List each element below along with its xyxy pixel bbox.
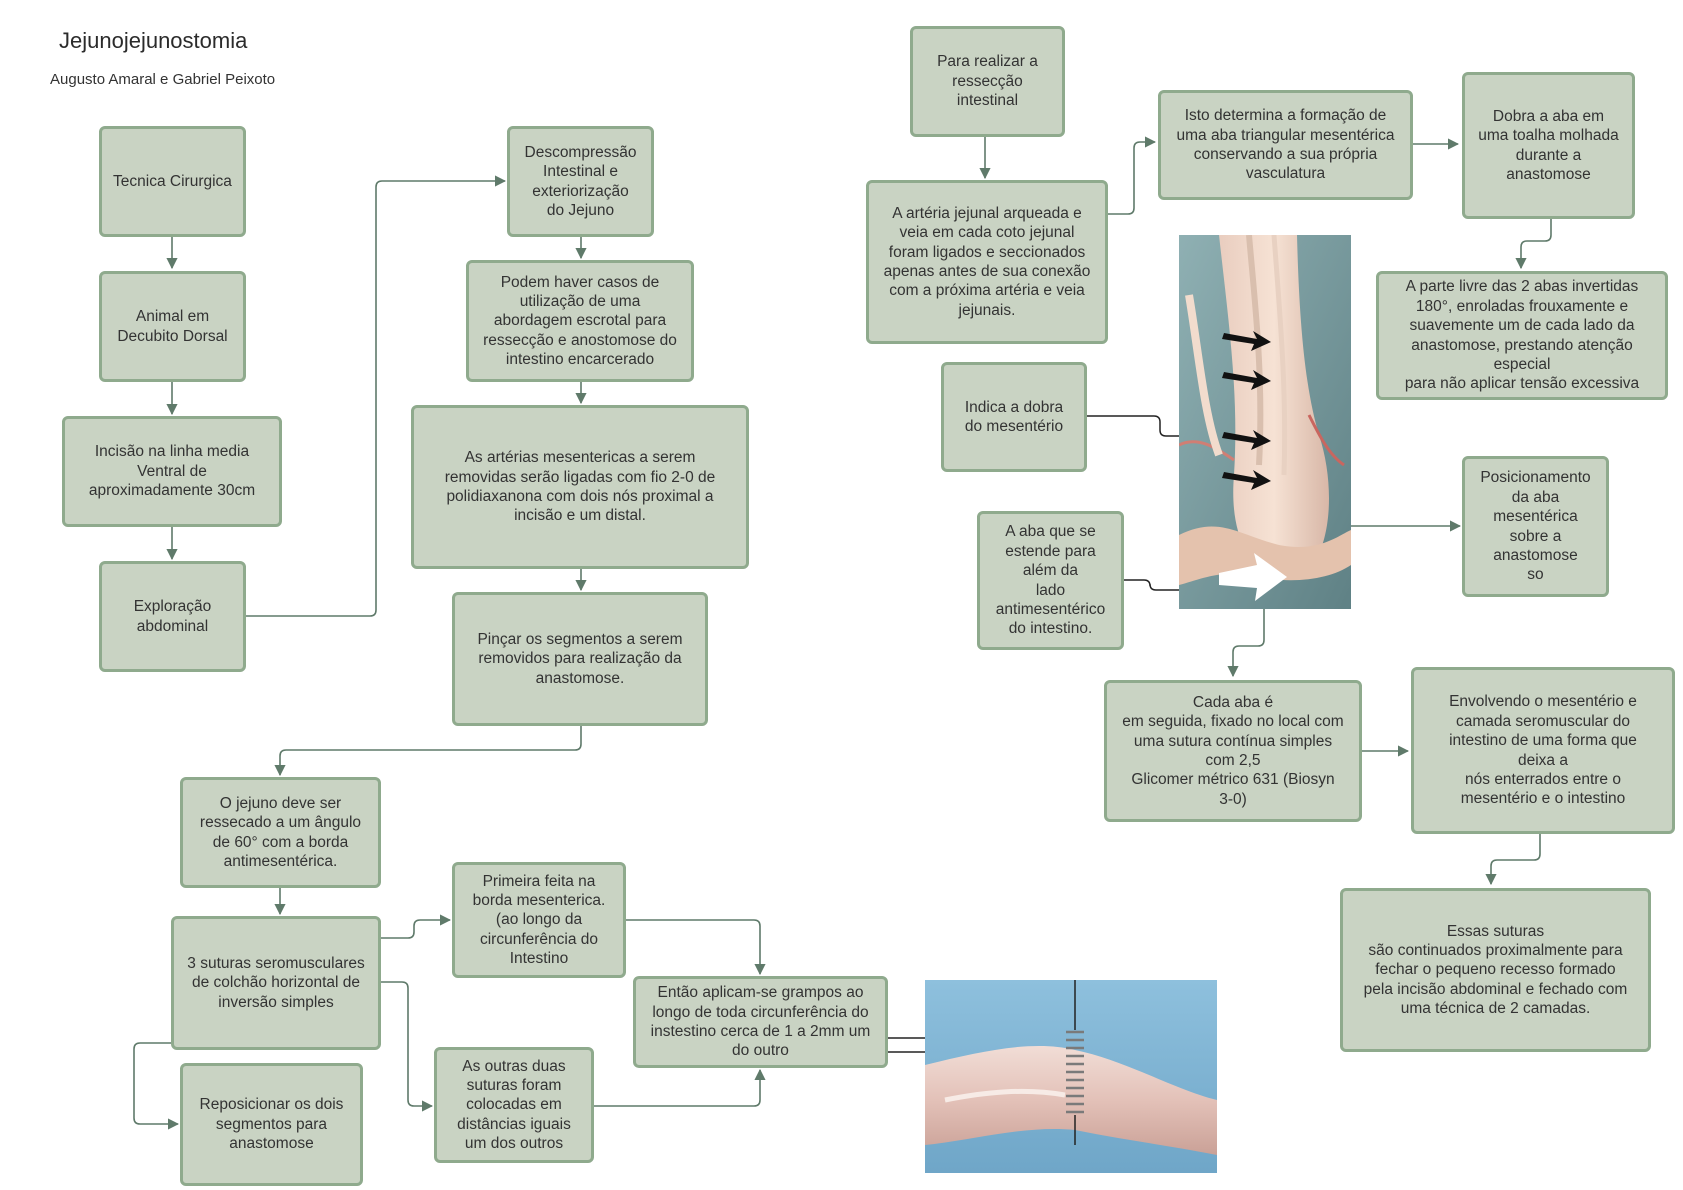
- node-descompressao[interactable]: Descompressão Intestinal e exteriorizaçã…: [507, 126, 654, 237]
- node-arteria-jejunal[interactable]: A artéria jejunal arqueada e veia em cad…: [866, 180, 1108, 344]
- edge-photo-cadaaba: [1227, 609, 1265, 678]
- edge-primeira-grampos: [624, 919, 766, 976]
- node-decubito-dorsal[interactable]: Animal em Decubito Dorsal: [99, 271, 246, 382]
- edge-arteria-aba: [1107, 136, 1157, 215]
- node-tres-suturas[interactable]: 3 suturas seromusculares de colchão hori…: [171, 916, 381, 1050]
- node-cada-aba[interactable]: Cada aba é em seguida, fixado no local c…: [1104, 680, 1362, 822]
- node-exploracao[interactable]: Exploração abdominal: [99, 561, 246, 672]
- edge-exploracao-descompressao: [246, 175, 507, 617]
- page-title: Jejunojejunostomia: [59, 28, 248, 53]
- node-jejuno-ressecado[interactable]: O jejuno deve ser ressecado a um ângulo …: [180, 777, 381, 888]
- pointer-aba-estende: [1123, 579, 1215, 591]
- node-abordagem-escrotal[interactable]: Podem haver casos de utilização de uma a…: [466, 260, 694, 382]
- node-reposicionar[interactable]: Reposicionar os dois segmentos para anas…: [180, 1063, 363, 1186]
- authors-subtitle: Augusto Amaral e Gabriel Peixoto: [50, 71, 276, 88]
- edge-dobra-partelivre: [1515, 219, 1552, 270]
- node-outras-duas[interactable]: As outras duas suturas foram colocadas e…: [434, 1047, 594, 1163]
- node-parte-livre[interactable]: A parte livre das 2 abas invertidas 180°…: [1376, 271, 1668, 400]
- edge-tres-primeira: [380, 914, 452, 939]
- node-grampos[interactable]: Então aplicam-se grampos ao longo de tod…: [633, 976, 888, 1068]
- edge-envolvendo-essas: [1485, 834, 1541, 886]
- node-aba-triangular[interactable]: Isto determina a formação de uma aba tri…: [1158, 90, 1413, 200]
- node-envolvendo[interactable]: Envolvendo o mesentério e camada seromus…: [1411, 667, 1675, 834]
- flow-connectors: [133, 136, 1552, 1130]
- node-pincar-segmentos[interactable]: Pinçar os segmentos a serem removidos pa…: [452, 592, 708, 726]
- edge-tres-outras: [380, 981, 434, 1112]
- node-essas-suturas[interactable]: Essas suturas são continuados proximalme…: [1340, 888, 1651, 1052]
- edge-tres-reposicionar: [133, 1042, 180, 1130]
- edge-pincar-jejuno: [274, 726, 582, 777]
- node-aba-estende[interactable]: A aba que se estende para além da lado a…: [977, 511, 1124, 650]
- node-arterias-mesentericas[interactable]: As artérias mesentericas a serem removid…: [411, 405, 749, 569]
- black-arrow-marks: [1222, 331, 1271, 490]
- node-incisao[interactable]: Incisão na linha media Ventral de aproxi…: [62, 416, 282, 527]
- staple-marks: [1066, 1030, 1084, 1114]
- pointer-indica-dobra: [1086, 415, 1230, 437]
- node-tecnica-cirurgica[interactable]: Tecnica Cirurgica: [99, 126, 246, 237]
- node-para-realizar[interactable]: Para realizar a ressecção intestinal: [910, 26, 1065, 137]
- node-dobra-aba[interactable]: Dobra a aba em uma toalha molhada durant…: [1462, 72, 1635, 219]
- node-indica-dobra[interactable]: Indica a dobra do mesentério: [941, 362, 1087, 472]
- node-posicionamento[interactable]: Posicionamento da aba mesentérica sobre …: [1462, 456, 1609, 597]
- node-primeira-feita[interactable]: Primeira feita na borda mesenterica. (ao…: [452, 862, 626, 978]
- surgery-photo-staples: [925, 980, 1217, 1173]
- surgery-photo-mesentery: [1179, 235, 1351, 609]
- edge-outras-grampos: [594, 1068, 766, 1107]
